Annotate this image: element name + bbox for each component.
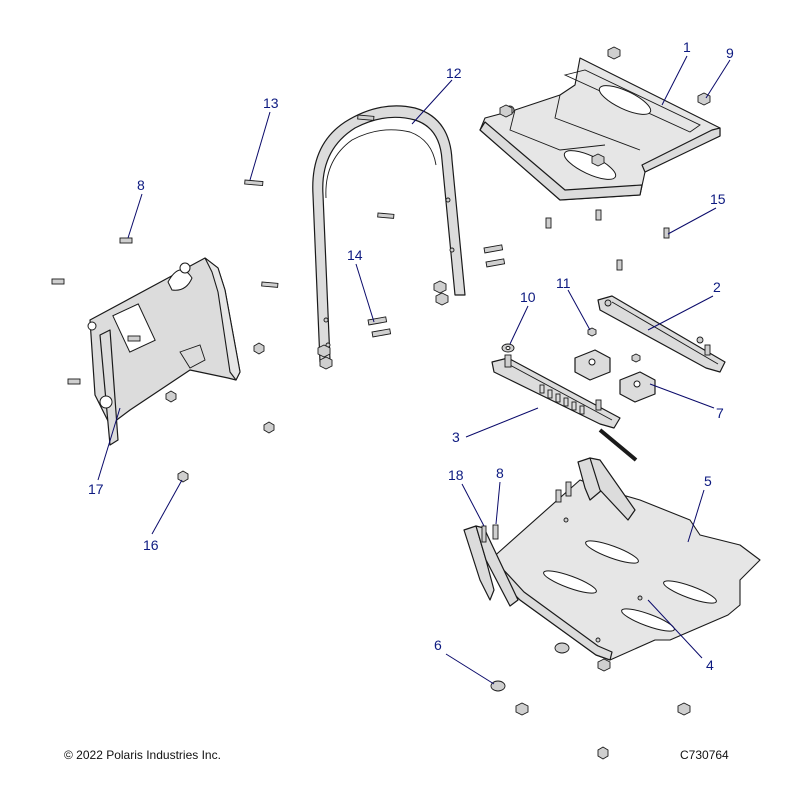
side-plate-bolts [51,237,275,483]
part-13-bolts [244,114,395,288]
leader-lines [97,55,731,685]
callout-3: 3 [452,429,460,445]
part-15-bolts [545,209,670,271]
callout-9: 9 [726,45,734,61]
part-7-pads [574,349,656,403]
part-14-bolts [367,244,506,338]
hoop-nuts [317,280,449,370]
copyright-notice: © 2022 Polaris Industries Inc. [64,748,221,762]
callout-7: 7 [716,405,724,421]
callout-12: 12 [446,65,462,81]
callout-18: 18 [448,467,464,483]
callout-15: 15 [710,191,726,207]
callout-2: 2 [713,279,721,295]
callout-10: 10 [520,289,536,305]
callout-1: 1 [683,39,691,55]
part-12-hoop [312,105,466,363]
callouts: 1 2 3 4 5 6 7 8 8 9 10 11 12 13 14 15 16… [88,39,734,673]
callout-8-lower: 8 [496,465,504,481]
callout-11: 11 [556,275,571,291]
part-17-side-plate [87,257,241,446]
callout-16: 16 [143,537,159,553]
part-2-slide-rail [597,295,726,373]
part-9-nuts [499,46,711,167]
part-3-slide-rail [491,354,638,462]
part-5-seat-base [463,457,761,661]
rail-adjust-slots [539,384,585,415]
callout-17: 17 [88,481,104,497]
callout-6: 6 [434,637,442,653]
part-6-feet [490,642,691,760]
callout-4: 4 [706,657,714,673]
callout-14: 14 [347,247,363,263]
callout-13: 13 [263,95,279,111]
callout-8-upper: 8 [137,177,145,193]
drawing-number: C730764 [680,748,729,762]
part-10-washer [501,343,515,353]
callout-5: 5 [704,473,712,489]
part-1-top-plate [479,57,721,201]
